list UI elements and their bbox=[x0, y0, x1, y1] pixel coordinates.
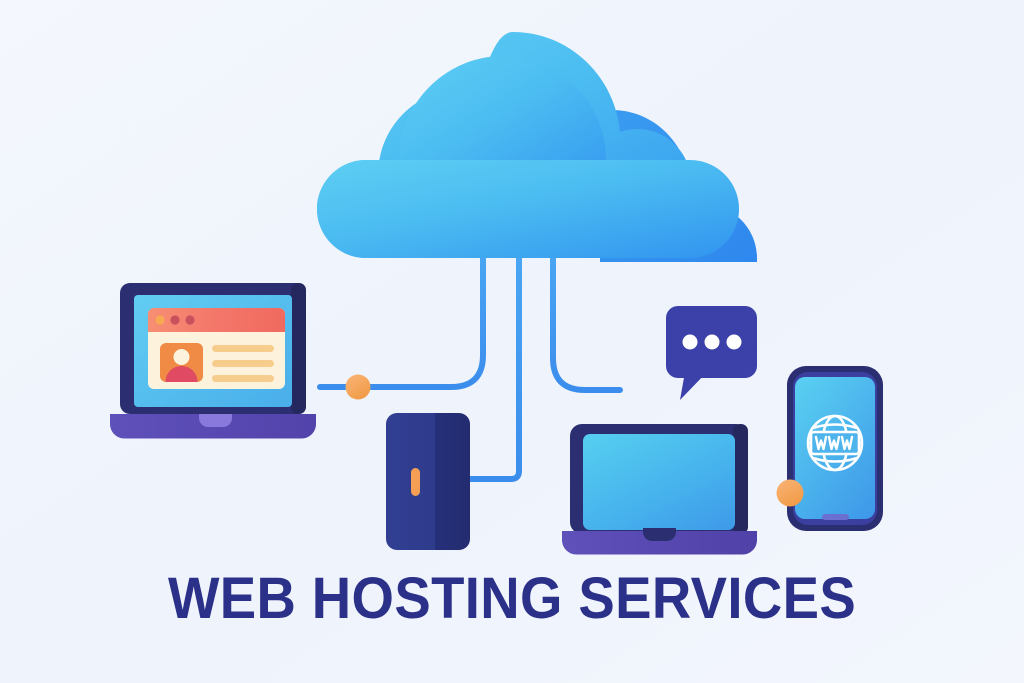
avatar bbox=[160, 343, 203, 382]
globe-latitude-top-icon bbox=[812, 423, 858, 430]
left-laptop-bezel-shadow bbox=[291, 283, 306, 414]
left-laptop[interactable] bbox=[110, 283, 316, 439]
connector-cloud-to-left-laptop bbox=[317, 249, 486, 390]
browser-text-line bbox=[212, 345, 274, 352]
phone-home-indicator[interactable] bbox=[822, 514, 849, 520]
browser-text-line bbox=[212, 375, 274, 382]
cloud-graphic bbox=[317, 32, 757, 262]
browser-dot-2-icon[interactable] bbox=[170, 315, 180, 325]
phone[interactable] bbox=[787, 366, 883, 531]
center-laptop[interactable] bbox=[562, 424, 757, 555]
center-laptop-bezel-shadow bbox=[733, 424, 748, 534]
center-laptop-screen bbox=[583, 434, 735, 530]
server-status-led-icon bbox=[411, 468, 420, 496]
www-globe-icon bbox=[806, 414, 864, 472]
browser-title-bar bbox=[148, 308, 285, 332]
chat-bubble[interactable] bbox=[666, 306, 757, 400]
center-laptop-notch bbox=[643, 528, 676, 541]
chat-dot-1-icon bbox=[682, 334, 698, 350]
chat-dot-3-icon bbox=[726, 334, 742, 350]
browser-dot-1-icon[interactable] bbox=[155, 315, 165, 325]
connector-cloud-to-center-laptop bbox=[550, 249, 623, 393]
chat-dot-2-icon bbox=[704, 334, 720, 350]
globe-latitude-bottom-icon bbox=[812, 456, 858, 463]
center-laptop-base bbox=[562, 531, 757, 555]
connector-cloud-to-server bbox=[467, 249, 522, 482]
globe-www-text-icon bbox=[814, 435, 854, 451]
avatar-body-icon bbox=[165, 366, 198, 382]
browser-window[interactable] bbox=[148, 308, 285, 389]
connection-nodes bbox=[345, 374, 804, 507]
connection-node-right[interactable] bbox=[776, 479, 804, 507]
cloud-base bbox=[317, 160, 739, 258]
left-laptop-notch bbox=[199, 414, 232, 427]
server[interactable] bbox=[386, 413, 470, 550]
browser-dot-3-icon[interactable] bbox=[185, 315, 195, 325]
avatar-head-icon bbox=[173, 349, 190, 365]
browser-text-line bbox=[212, 360, 274, 367]
server-body bbox=[386, 413, 470, 550]
chat-bubble-tail-icon bbox=[680, 372, 707, 400]
connection-node-left[interactable] bbox=[345, 374, 371, 400]
connector-lines bbox=[317, 249, 803, 496]
